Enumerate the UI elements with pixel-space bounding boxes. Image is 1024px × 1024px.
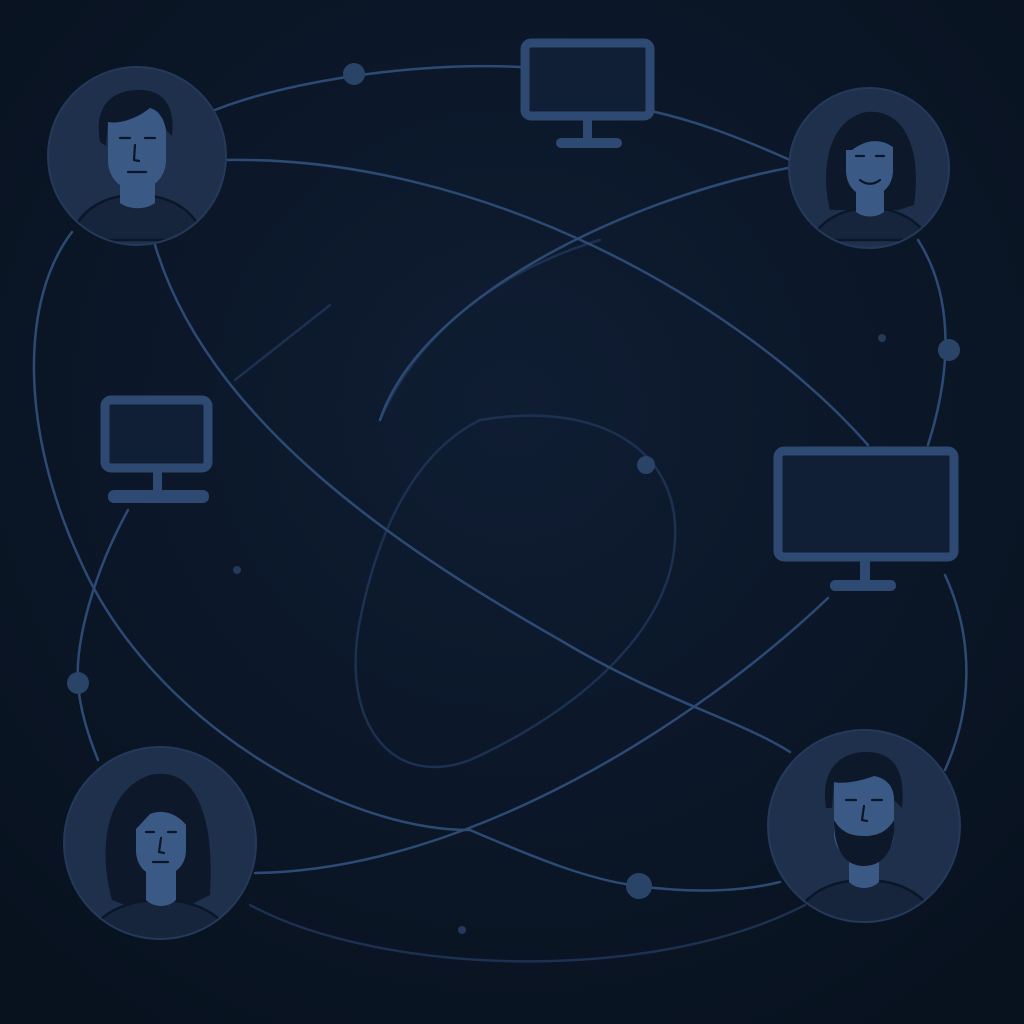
network-node-small [458, 926, 466, 934]
monitor-left [100, 395, 213, 503]
network-nodes [67, 63, 960, 934]
woman-long-hair-avatar-icon [63, 746, 257, 940]
monitor-right [773, 446, 959, 591]
network-node [938, 339, 960, 361]
bearded-man-avatar-icon [767, 729, 961, 923]
person-bottom-right [767, 729, 961, 923]
person-bottom-left [63, 746, 257, 940]
man-avatar-icon [47, 66, 227, 246]
monitor-top [520, 38, 655, 148]
monitor-icon [773, 446, 959, 591]
person-top-right [788, 87, 950, 249]
woman-avatar-icon [788, 87, 950, 249]
person-top-left [47, 66, 227, 246]
monitor-icon [100, 395, 213, 503]
network-node-small [233, 566, 241, 574]
network-node-small [878, 334, 886, 342]
network-node [626, 873, 652, 899]
monitor-icon [520, 38, 655, 148]
network-node [67, 672, 89, 694]
network-node [343, 63, 365, 85]
network-node [637, 456, 655, 474]
